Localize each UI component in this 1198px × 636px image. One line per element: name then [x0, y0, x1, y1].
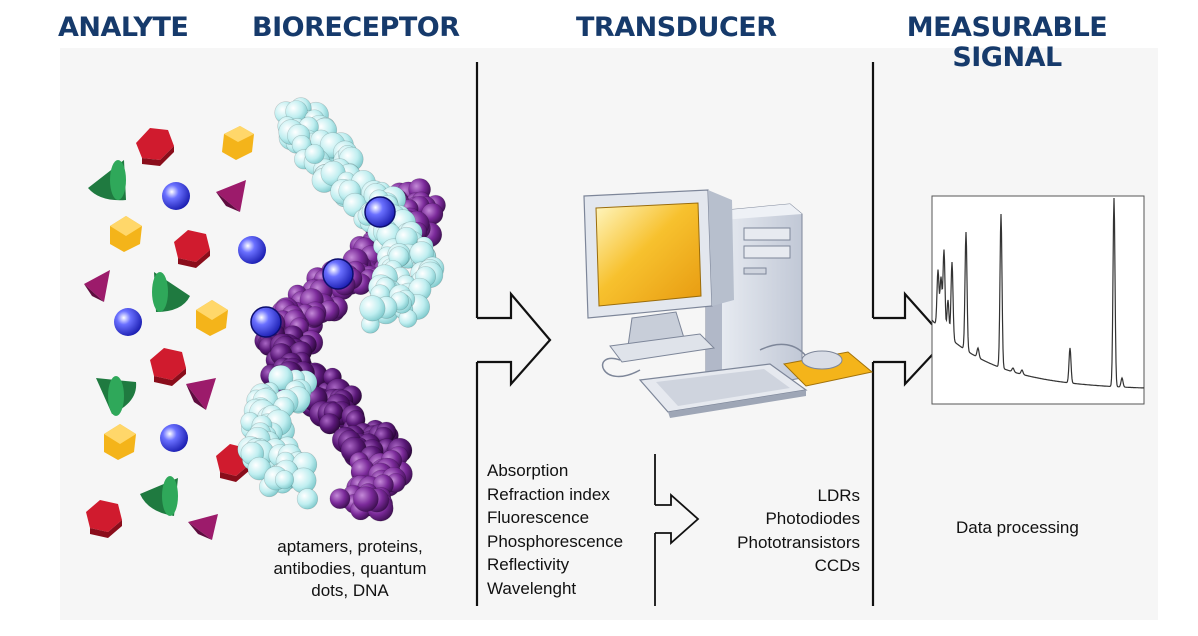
transducer-input-item: Phosphorescence	[487, 531, 624, 551]
analyte-blue-sphere	[160, 424, 188, 452]
bound-blue-sphere	[250, 306, 282, 338]
dna-atom	[359, 295, 386, 322]
floppy-slot	[743, 267, 767, 275]
transducer-input-item: Wavelenght	[487, 578, 577, 598]
analyte-green-cone	[152, 272, 190, 312]
analyte-red-hexagon	[136, 128, 174, 166]
mouse	[801, 350, 843, 370]
transducer-output-item: Photodiodes	[765, 509, 860, 529]
computer-monitor	[583, 189, 734, 363]
bound-blue-sphere	[322, 258, 354, 290]
heading-signal-line1: MEASURABLE	[906, 12, 1108, 43]
bioreceptor-caption-line: dots, DNA	[311, 581, 389, 600]
computer-illustration	[583, 189, 874, 418]
transducer-output-list: LDRs Photodiodes Phototransistors CCDs	[700, 484, 860, 578]
transducer-input-item: Absorption	[487, 461, 569, 480]
bioreceptor-caption-line: aptamers, proteins,	[277, 537, 423, 556]
computer-keyboard	[638, 363, 808, 418]
heading-transducer: TRANSDUCER	[576, 12, 777, 43]
monitor-screen	[595, 202, 702, 307]
signal-trace	[931, 197, 1145, 389]
bound-analytes	[250, 196, 396, 338]
flow-arrow-1	[475, 62, 552, 606]
drive-bay	[743, 245, 791, 259]
analyte-magenta-pyramid	[186, 378, 216, 410]
transducer-input-item: Fluorescence	[487, 508, 590, 528]
analyte-yellow-cube	[104, 424, 136, 460]
drive-bay	[743, 227, 791, 241]
analyte-yellow-cube	[196, 300, 228, 336]
heading-measurable-signal: MEASURABLE SIGNAL	[904, 13, 1110, 73]
analyte-magenta-pyramid	[188, 514, 218, 540]
heading-bioreceptor: BIORECEPTOR	[252, 12, 460, 43]
analyte-green-cone	[88, 160, 126, 201]
dna-atom	[329, 488, 351, 510]
analyte-magenta-pyramid	[84, 270, 110, 302]
analyte-green-cone	[140, 476, 178, 516]
dna-atom	[268, 364, 294, 391]
dna-atom	[319, 413, 341, 435]
bound-blue-sphere	[364, 196, 396, 228]
transducer-input-list: Absorption Refraction index Fluorescence…	[487, 459, 623, 601]
analyte-molecules	[84, 126, 266, 540]
dna-atom	[353, 486, 379, 512]
heading-analyte: ANALYTE	[58, 12, 189, 43]
dna-atom	[274, 470, 295, 490]
analyte-red-hexagon	[86, 500, 122, 538]
mouse-pad	[782, 350, 874, 387]
dna-atom	[296, 488, 319, 510]
transducer-output-item: CCDs	[814, 556, 860, 576]
signal-chromatogram	[931, 195, 1145, 405]
analyte-yellow-cube	[222, 126, 254, 160]
heading-signal-line2: SIGNAL	[952, 42, 1062, 73]
signal-caption: Data processing	[956, 518, 1079, 537]
analyte-red-hexagon	[174, 230, 210, 268]
analyte-blue-sphere	[114, 308, 142, 336]
transducer-input-item: Reflectivity	[487, 555, 570, 575]
analyte-blue-sphere	[238, 236, 266, 264]
analyte-red-hexagon	[150, 348, 186, 386]
bioreceptor-caption-line: antibodies, quantum	[273, 559, 427, 578]
transducer-output-item: LDRs	[817, 486, 860, 505]
bioreceptor-caption: aptamers, proteins, antibodies, quantum …	[250, 536, 450, 602]
analyte-blue-sphere	[162, 182, 190, 210]
transducer-input-item: Refraction index	[487, 484, 610, 504]
analyte-yellow-cube	[110, 216, 142, 252]
transducer-output-item: Phototransistors	[737, 532, 860, 552]
analyte-magenta-pyramid	[216, 180, 246, 212]
dna-atom	[304, 144, 325, 165]
analyte-green-cone	[96, 376, 137, 416]
small-flow-arrow	[654, 454, 700, 606]
